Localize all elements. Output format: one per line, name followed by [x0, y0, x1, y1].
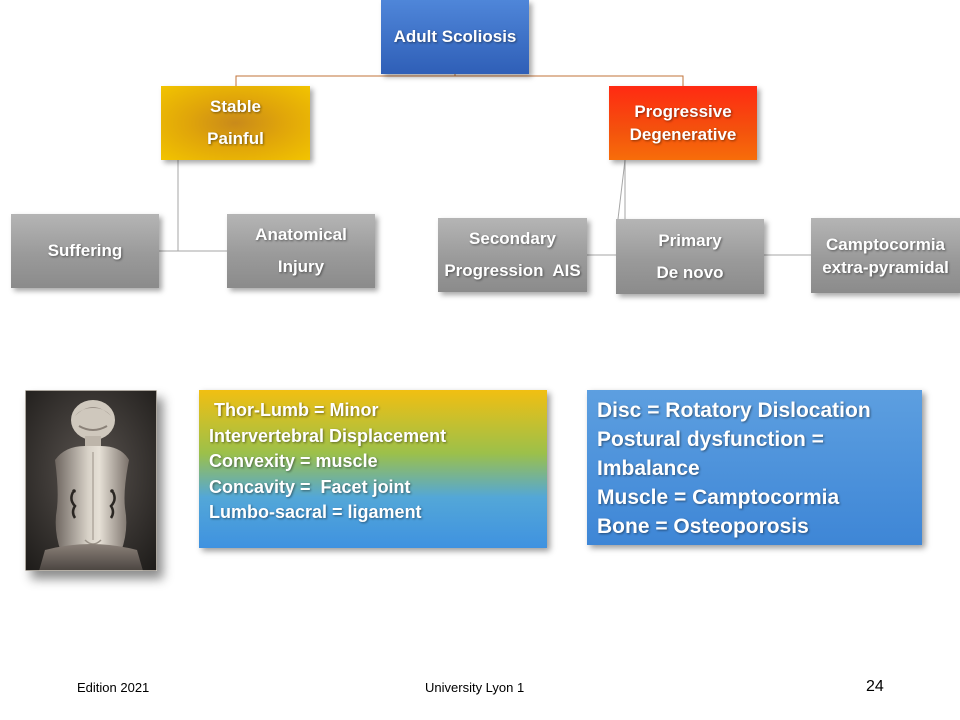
root-to-progressive-line: [455, 75, 684, 86]
info-right-line-5: Bone = Osteoporosis: [597, 515, 809, 538]
node-primary-de-novo: Primary De novo: [616, 219, 764, 294]
info-box-zones: Thor-Lumb = Minor Intervertebral Displac…: [199, 390, 547, 548]
node-progressive-line2: Degenerative: [629, 125, 737, 144]
info-left-line-4: Concavity = Facet joint: [209, 476, 411, 497]
node-stable-painful: Stable Painful: [161, 86, 310, 160]
progressive-stem-line-a: [617, 159, 626, 220]
info-left-line-3: Convexity = muscle: [209, 451, 378, 471]
node-secondary-line2: Progression AIS: [444, 261, 581, 280]
info-left-line-5: Lumbo-sacral = ligament: [209, 502, 422, 522]
node-adult-scoliosis: Adult Scoliosis: [381, 0, 529, 74]
node-suffering-label: Suffering: [47, 241, 123, 260]
footer-edition: Edition 2021: [77, 680, 150, 695]
root-to-stable-line: [235, 74, 456, 86]
node-progressive-degenerative: Progressive Degenerative: [609, 86, 757, 160]
footer-university: University Lyon 1: [425, 680, 525, 695]
slide-number: 24: [866, 678, 884, 695]
node-secondary-progression: Secondary Progression AIS: [438, 218, 587, 292]
node-camptocormia-line1: Camptocormia: [825, 234, 946, 254]
node-anatomical-injury: Anatomical Injury: [227, 214, 375, 288]
info-right-line-3: Imbalance: [597, 457, 700, 480]
node-stable-line1: Stable: [209, 97, 262, 116]
node-anatomical-line1: Anatomical: [255, 225, 347, 244]
node-camptocormia: Camptocormia extra-pyramidal: [811, 218, 960, 293]
node-anatomical-line2: Injury: [277, 257, 325, 276]
info-left-line-1: Thor-Lumb = Minor: [209, 400, 379, 420]
info-right-line-2: Postural dysfunction =: [597, 428, 824, 451]
node-primary-line2: De novo: [656, 262, 724, 282]
node-suffering: Suffering: [11, 214, 159, 288]
info-right-line-1: Disc = Rotatory Dislocation: [597, 399, 871, 422]
node-secondary-line1: Secondary: [469, 229, 556, 248]
violin-back-photo: [25, 390, 157, 571]
info-right-line-4: Muscle = Camptocormia: [597, 486, 840, 509]
node-progressive-line1: Progressive: [634, 102, 732, 121]
node-camptocormia-line2: extra-pyramidal: [822, 257, 949, 277]
node-primary-line1: Primary: [658, 230, 722, 250]
node-stable-line2: Painful: [207, 129, 264, 148]
node-adult-scoliosis-label: Adult Scoliosis: [393, 27, 517, 46]
info-box-mechanisms: Disc = Rotatory Dislocation Postural dys…: [587, 390, 922, 545]
info-left-line-2: Intervertebral Displacement: [209, 425, 447, 446]
